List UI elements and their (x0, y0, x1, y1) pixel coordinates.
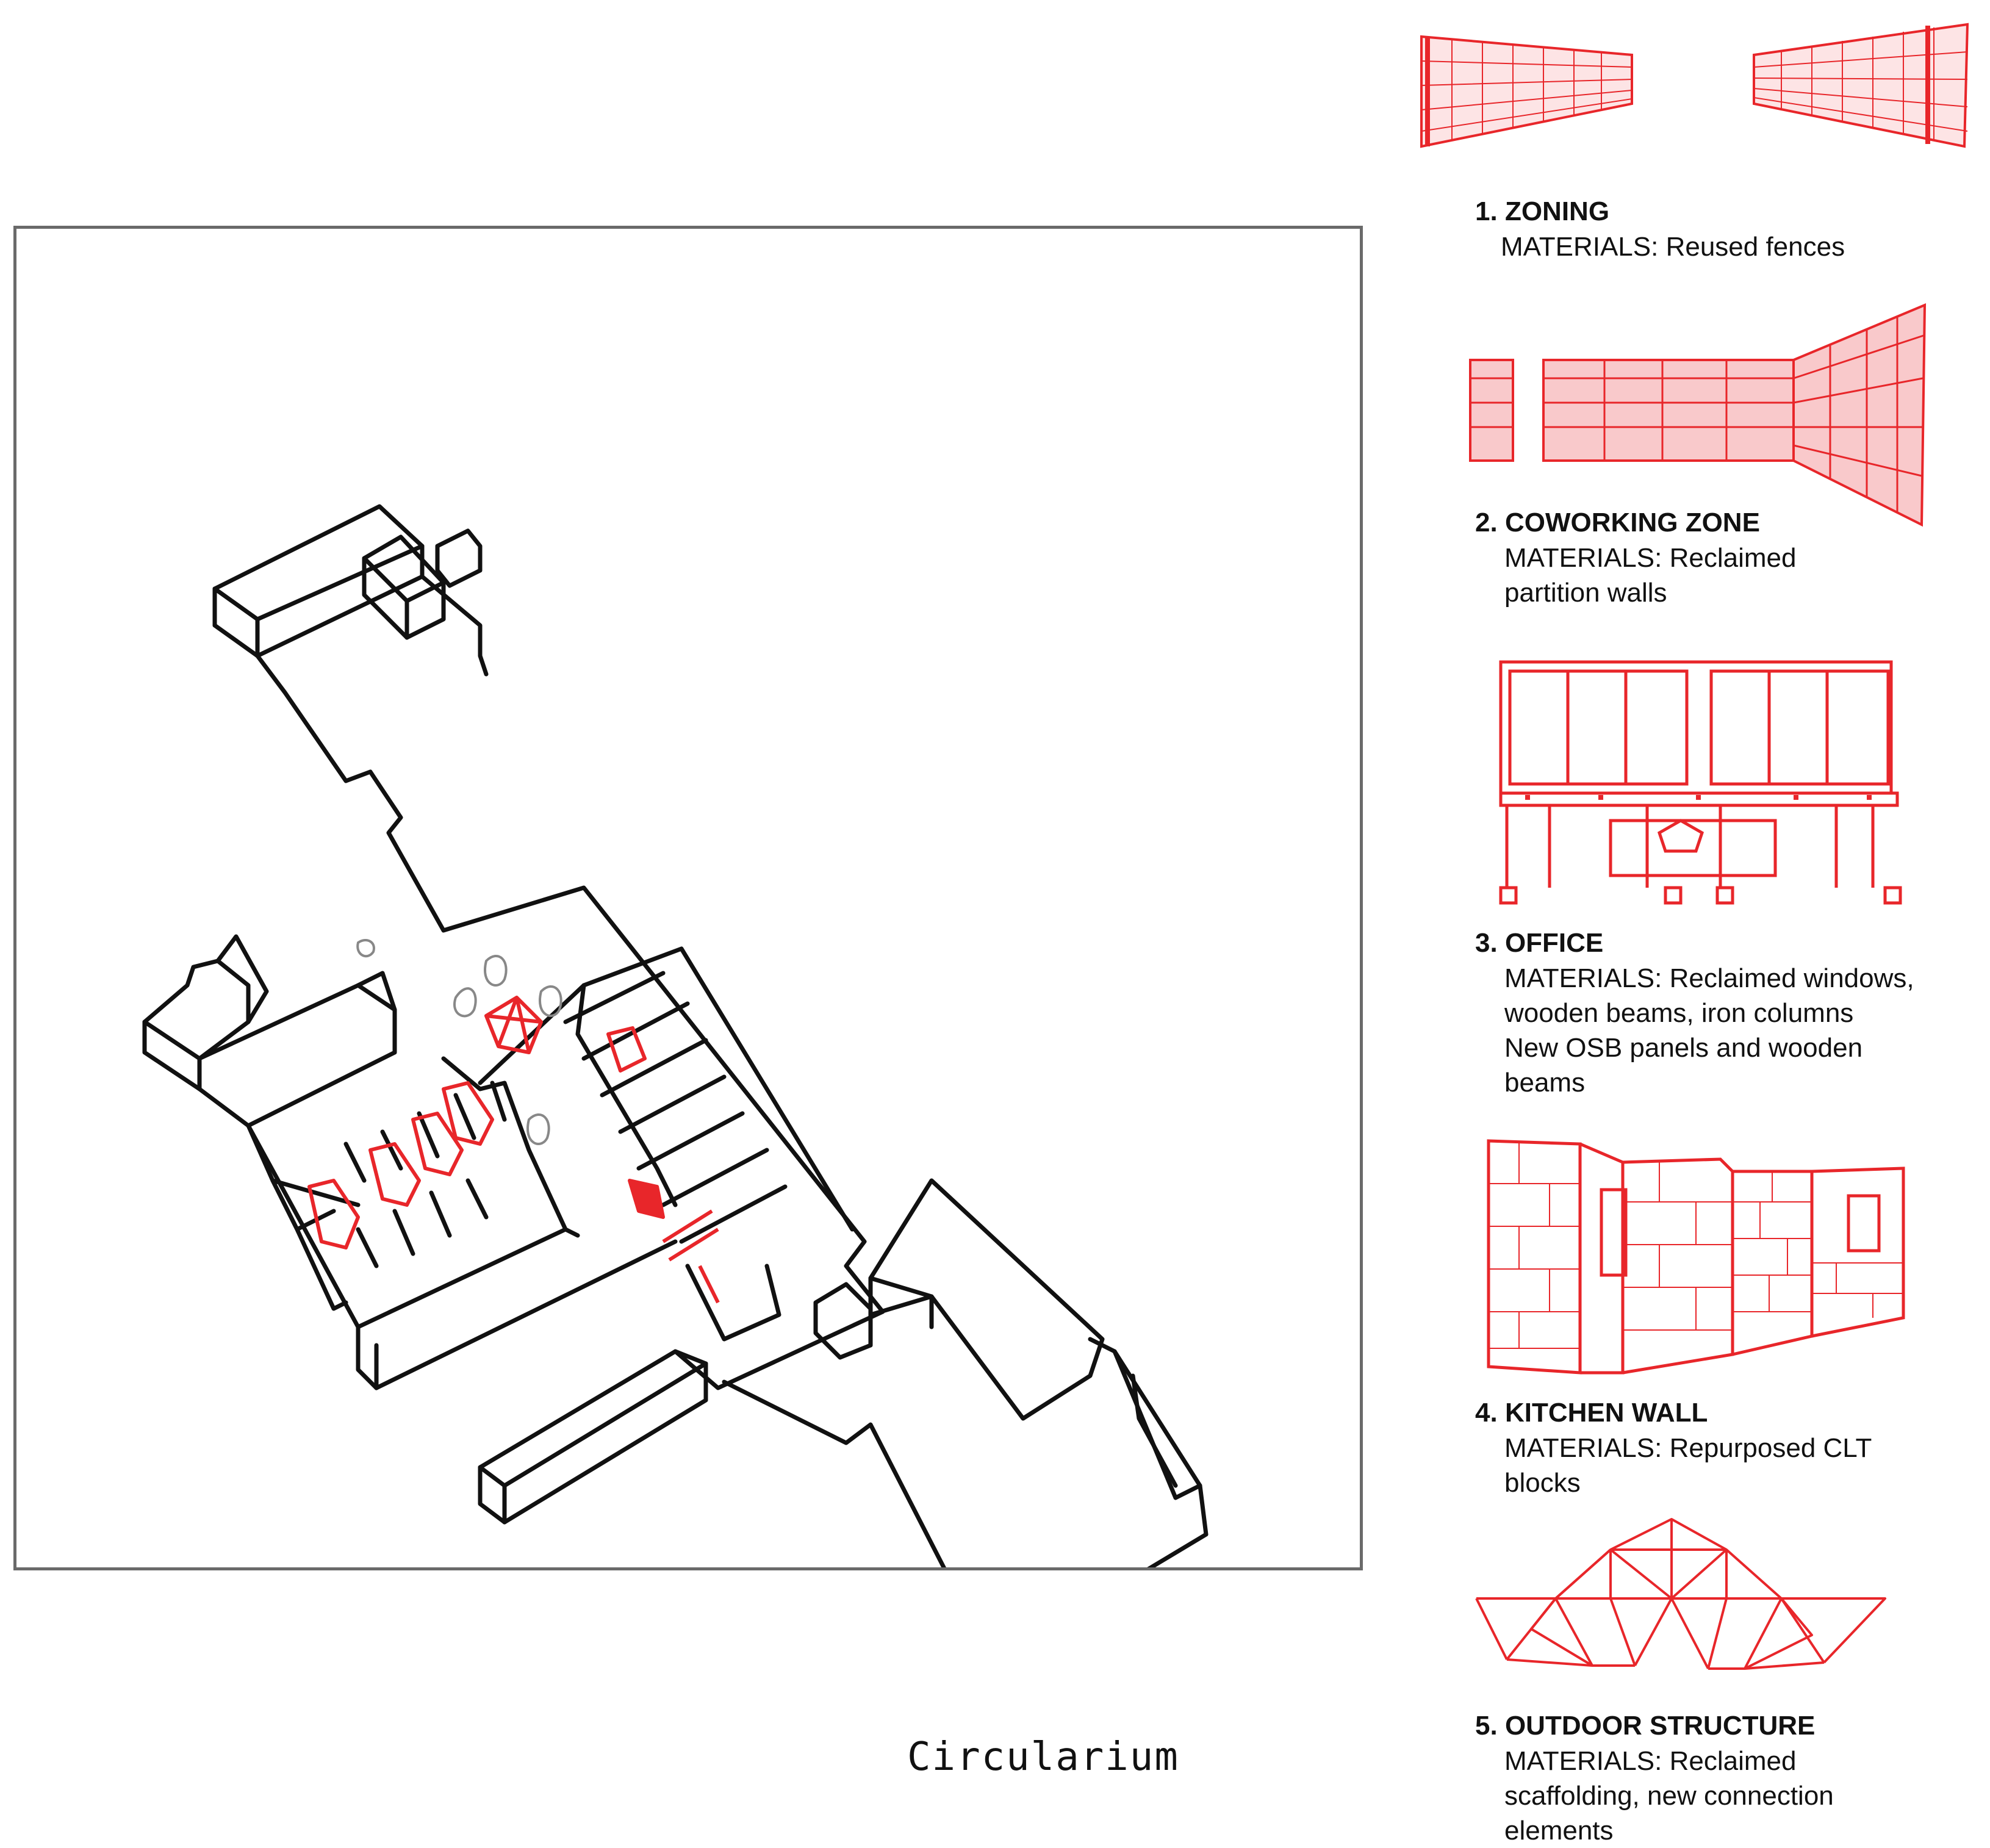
zoning-fences-sketch (1420, 23, 1969, 148)
legend-title: 1. ZONING (1475, 196, 1610, 226)
legend-title: 3. OFFICE (1475, 928, 1604, 958)
kitchen-wall-sketch (1487, 1139, 1905, 1375)
axonometric-frame: Circularium (13, 226, 1363, 1780)
legend-title: 2. COWORKING ZONE (1475, 508, 1760, 538)
outdoor-structure-sketch (1475, 1518, 1886, 1670)
legend-title: 5. OUTDOOR STRUCTURE (1475, 1711, 1816, 1741)
legend-materials: MATERIALS: Reused fences (1501, 232, 1845, 262)
legend-item-office: 3. OFFICE MATERIALS: Reclaimed windows,w… (1475, 926, 1914, 1100)
coworking-partition-sketch (1469, 303, 1927, 527)
office-structure-sketch (1499, 660, 1902, 905)
axonometric-drawing (142, 504, 1209, 1567)
legend-item-outdoor-structure: 5. OUTDOOR STRUCTURE MATERIALS: Reclaime… (1475, 1708, 1834, 1848)
legend-item-kitchen-wall: 4. KITCHEN WALL MATERIALS: Repurposed CL… (1475, 1395, 1872, 1500)
legend-item-zoning: 1. ZONING MATERIALS: Reused fences (1475, 194, 1845, 264)
legend-title: 4. KITCHEN WALL (1475, 1398, 1708, 1428)
legend-materials: MATERIALS: Reclaimed windows,wooden beam… (1504, 963, 1914, 1098)
drawing-caption: Circularium (907, 1735, 1179, 1780)
